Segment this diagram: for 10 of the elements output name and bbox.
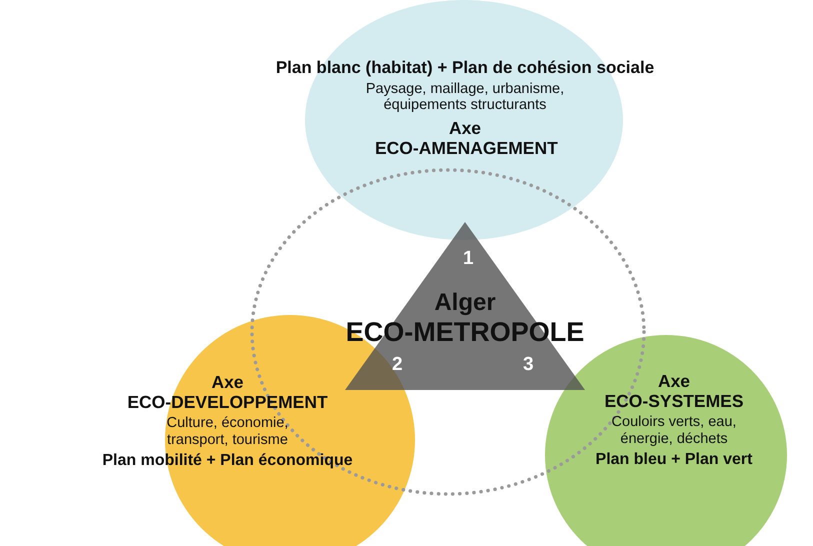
corner-number: 2 xyxy=(392,354,403,376)
corner-number: 1 xyxy=(463,248,474,270)
city-name: Alger xyxy=(434,289,496,317)
description-text: Paysage, maillage, urbanisme, équipements structurants xyxy=(364,80,566,114)
plan-heading: Plan bleu + Plan vert xyxy=(596,450,752,469)
corner-number: 3 xyxy=(523,354,534,376)
axis-title: Axe ECO-SYSTEMES xyxy=(603,371,745,412)
description-text: Couloirs verts, eau, énergie, déchets xyxy=(610,414,738,448)
description-text: Culture, économie, transport, tourisme xyxy=(166,415,290,449)
plan-heading: Plan blanc (habitat) + Plan de cohésion sociale xyxy=(276,58,654,78)
